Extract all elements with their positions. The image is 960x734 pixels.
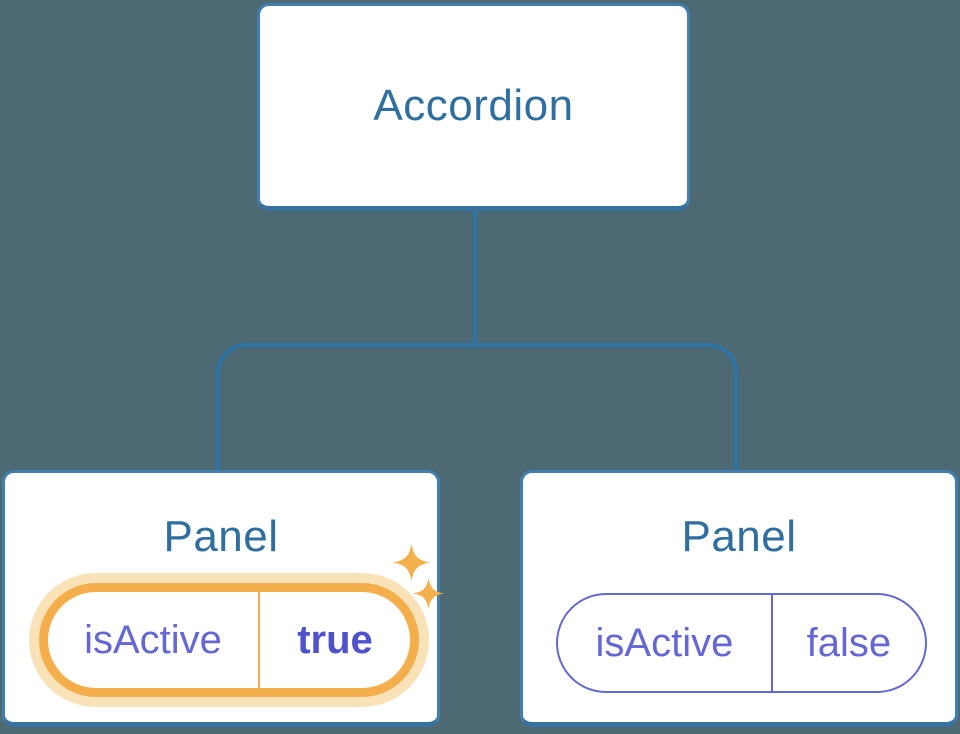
tree-connector-stem: [473, 209, 477, 347]
state-prop-value: false: [806, 621, 892, 665]
state-prop-name: isActive: [558, 595, 773, 691]
sparkle-icon: [393, 544, 430, 581]
node-accordion-label: Accordion: [373, 81, 574, 130]
node-panel-label: Panel: [681, 512, 797, 561]
node-panel-label: Panel: [163, 512, 279, 561]
node-panel-inactive: Panel isActive false: [520, 470, 958, 727]
state-prop-name: isActive: [48, 592, 260, 688]
state-prop-value: true: [297, 618, 373, 662]
node-panel-active: Panel isActive true: [2, 470, 444, 727]
node-accordion: Accordion: [257, 3, 690, 211]
sparkle-icon: [413, 578, 444, 609]
state-pill-inactive: isActive false: [556, 593, 927, 693]
tree-connector-branch: [216, 343, 738, 470]
state-pill-active: isActive true: [39, 583, 419, 697]
